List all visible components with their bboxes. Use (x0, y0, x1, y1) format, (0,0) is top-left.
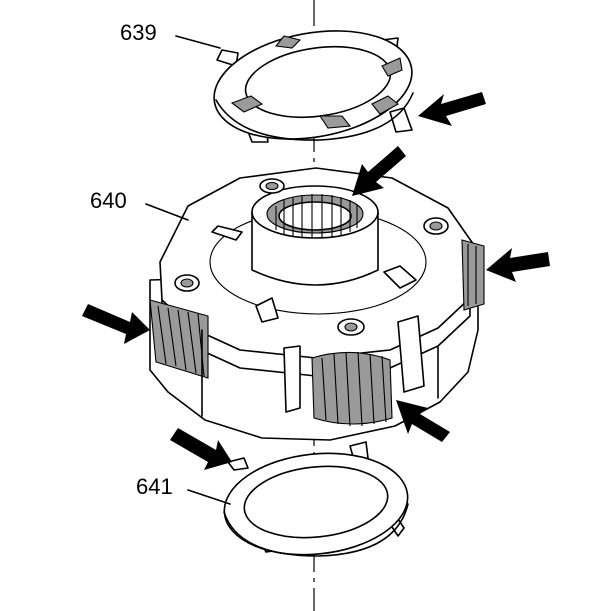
planetary-carrier-640 (149, 167, 485, 441)
arrow-right-pinion (486, 248, 550, 282)
arrow-washer-639 (418, 92, 486, 126)
thrust-washer-641 (223, 441, 409, 557)
arrow-left-pinion (82, 304, 150, 344)
arrow-washer-641 (170, 428, 232, 470)
leader-641 (187, 489, 231, 505)
pinion-gear-left (149, 299, 209, 379)
pinion-gear-front (283, 315, 425, 427)
thrust-washer-639 (213, 30, 414, 143)
leader-640 (145, 203, 189, 221)
pinion-gear-right (461, 239, 485, 311)
arrow-hub-splines (352, 146, 406, 196)
arrow-front-pinion (396, 400, 450, 442)
leader-639 (175, 35, 221, 49)
callout-640: 640 (90, 188, 127, 213)
callout-641: 641 (136, 474, 173, 499)
carrier-bolt-heads (174, 178, 449, 336)
indicator-arrows (82, 92, 550, 470)
callout-639: 639 (120, 20, 157, 45)
